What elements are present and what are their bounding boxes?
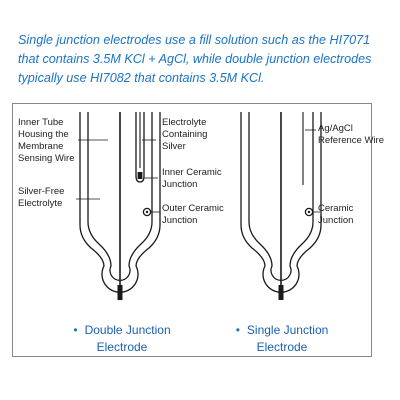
diagram-frame (12, 103, 372, 357)
label-electrolyte-containing-silver: Electrolyte Containing Silver (162, 117, 208, 152)
caption-double-junction: • Double Junction Electrode (52, 322, 192, 356)
intro-text: Single junction electrodes use a fill so… (18, 33, 372, 85)
sensing-wire-tip (117, 285, 123, 300)
outer-ceramic-junction (142, 207, 152, 217)
double-junction-electrode (76, 112, 161, 300)
caption-double-line2: Electrode (96, 340, 148, 354)
label-ceramic-junction: Ceramic Junction (318, 203, 354, 226)
inner-ceramic-junction (137, 172, 143, 179)
caption-single-line1: Single Junction (246, 323, 329, 337)
outer-ceramic-junction-core (145, 210, 149, 214)
single-junction-electrode (240, 112, 322, 300)
bullet-icon: • (73, 323, 78, 337)
caption-double-line1: Double Junction (84, 323, 171, 337)
label-inner-tube: Inner Tube Housing the Membrane Sensing … (18, 117, 75, 164)
label-inner-ceramic-junction: Inner Ceramic Junction (162, 167, 222, 190)
label-ag-agcl-reference-wire: Ag/AgCl Reference Wire (318, 123, 384, 146)
label-silver-free-electrolyte: Silver-Free Electrolyte (18, 186, 65, 209)
label-outer-ceramic-junction: Outer Ceramic Junction (162, 203, 224, 226)
ceramic-junction-core (307, 210, 311, 214)
bullet-icon: • (235, 323, 240, 337)
caption-single-line2: Electrode (256, 340, 308, 354)
inner-reference-tube (135, 112, 145, 183)
sensing-wire-tip (278, 285, 284, 300)
caption-single-junction: • Single Junction Electrode (212, 322, 352, 356)
ceramic-junction (304, 207, 314, 217)
